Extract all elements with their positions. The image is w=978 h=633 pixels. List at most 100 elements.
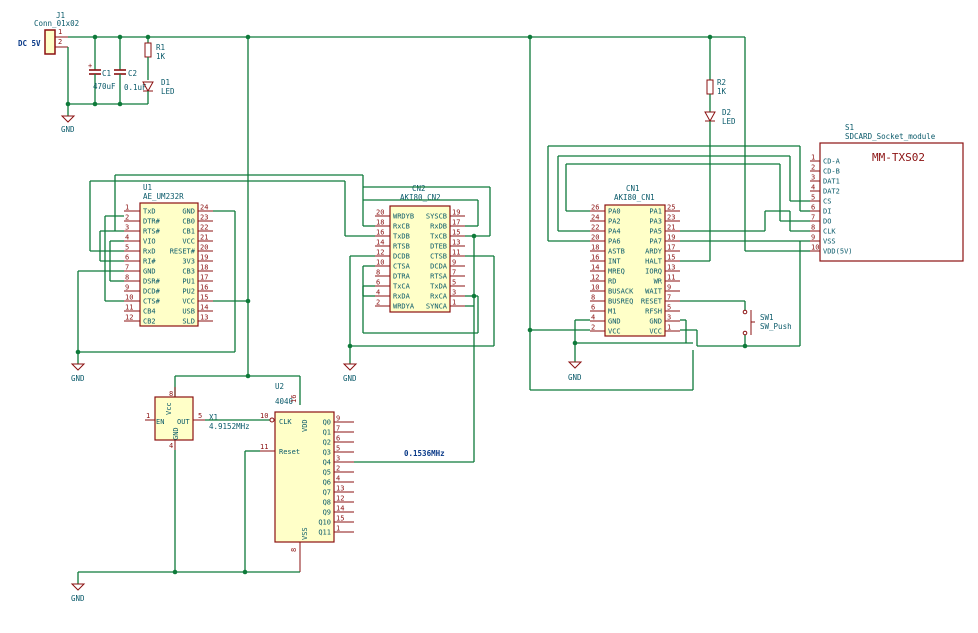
cn2-pin-number: 2 — [376, 299, 380, 307]
cn2-pin-number: 19 — [452, 209, 460, 217]
r2-ref: R2 — [717, 78, 726, 87]
cn1-pin-name: ARDY — [645, 248, 663, 256]
s1-pin-number: 1 — [811, 154, 815, 162]
u2-value: 4040 — [275, 397, 294, 406]
s1-pin-number: 2 — [811, 164, 815, 172]
cn2-value: AKI80_CN2 — [400, 193, 441, 202]
u2-pin-number: 13 — [336, 485, 344, 493]
u2-pin-name: Q5 — [323, 469, 331, 477]
cn1-pin-name: RESET — [641, 298, 663, 306]
s1-pin-name: DAT2 — [823, 188, 840, 196]
u1-pin-name: RxD — [143, 248, 156, 256]
cn2-pin-number: 7 — [452, 269, 456, 277]
gnd-label-5: GND — [568, 373, 582, 382]
cn2-pin-number: 15 — [452, 229, 460, 237]
cn1-pin-number: 10 — [591, 284, 599, 292]
x1-vcc: Vcc — [165, 402, 173, 415]
u2-pin-name: Q10 — [318, 519, 331, 527]
cn1-pin-number: 25 — [667, 204, 675, 212]
s1-pin-name: DAT1 — [823, 178, 840, 186]
u1-pin-name: 3V3 — [182, 258, 195, 266]
cn1-pin-name: WAIT — [645, 288, 663, 296]
u2-pin-name: Q9 — [323, 509, 331, 517]
cn2-pin-name: DCDB — [393, 253, 410, 261]
x1-value: 4.9152MHz — [209, 422, 250, 431]
clock-net-label: 0.1536MHz — [404, 449, 445, 458]
cn1-pin-name: RFSH — [645, 308, 662, 316]
cn2-pin-name: RTSB — [393, 243, 410, 251]
u1-pin-name: PU1 — [182, 278, 195, 286]
cn2-pin-number: 6 — [376, 279, 380, 287]
clock-net: 0.1536MHz — [354, 449, 474, 463]
u2-pin-reset: 11 — [260, 443, 268, 451]
s1-pin-name: CD-B — [823, 168, 840, 176]
u1-pin-number: 13 — [200, 314, 208, 322]
j1-net-label: DC 5V — [18, 39, 41, 48]
ic-u2: U2 4040 CLK Reset VDD VSS 10 11 16 8 9Q0… — [260, 382, 354, 572]
u1-pin-number: 12 — [125, 314, 133, 322]
x1-ref: X1 — [209, 413, 218, 422]
cn1-pin-number: 17 — [667, 244, 675, 252]
cn1-pin-number: 21 — [667, 224, 675, 232]
gnd-bus-j1: GND — [60, 47, 148, 134]
cn2-pin-name: TxCB — [430, 233, 447, 241]
u2-pin-name: Q8 — [323, 499, 331, 507]
u2-pin-name: Q1 — [323, 429, 331, 437]
s1-pin-number: 9 — [811, 234, 815, 242]
u1-pin-number: 20 — [200, 244, 208, 252]
cn1-pin-number: 18 — [591, 244, 599, 252]
u1-pin-name: PU2 — [182, 288, 195, 296]
u2-pin-name: Q11 — [318, 529, 331, 537]
j1-pin2: 2 — [58, 38, 62, 46]
s1-pin-number: 4 — [811, 184, 815, 192]
s1-pin-number: 10 — [811, 244, 819, 252]
cn2-pin-name: DTRA — [393, 273, 411, 281]
u2-pin-number: 7 — [336, 425, 340, 433]
s1-pin-name: CLK — [823, 228, 836, 236]
u1-pin-number: 24 — [200, 204, 208, 212]
cn2-pin-name: TxDA — [430, 283, 448, 291]
u1-pin-name: VCC — [182, 298, 195, 306]
cn1-pin-number: 19 — [667, 234, 675, 242]
u2-pin-number: 6 — [336, 435, 340, 443]
cn2-pin-number: 11 — [452, 249, 460, 257]
cn2-pin-number: 18 — [376, 219, 384, 227]
u1-ref: U1 — [143, 183, 152, 192]
cn2-pin-number: 17 — [452, 219, 460, 227]
connector-j1: J1 Conn_01x02 DC 5V 1 2 — [18, 11, 79, 55]
cn1-pin-name: VCC — [649, 328, 662, 336]
u2-pin-number: 12 — [336, 495, 344, 503]
cn1-pin-name: GND — [649, 318, 662, 326]
u1-pin-name: CB3 — [182, 268, 195, 276]
u2-pin-name: Q0 — [323, 419, 331, 427]
cn2-pin-name: RTSA — [430, 273, 448, 281]
cn2-pin-name: CTSB — [430, 253, 447, 261]
cn1-pin-name: BUSREQ — [608, 298, 633, 306]
u2-pin-number: 5 — [336, 445, 340, 453]
u2-reset: Reset — [279, 448, 300, 456]
u1-pin-name: CB1 — [182, 228, 195, 236]
r2-value: 1K — [717, 87, 727, 96]
cn2-pin-number: 9 — [452, 259, 456, 267]
cn2-pin-number: 1 — [452, 299, 456, 307]
u2-clk: CLK — [279, 418, 292, 426]
cn1-pin-number: 11 — [667, 274, 675, 282]
cn1-pin-name: ASTB — [608, 248, 625, 256]
u2-vss: VSS — [301, 527, 309, 540]
gnd-label-3: GND — [343, 374, 357, 383]
u1-pin-name: CB0 — [182, 218, 195, 226]
cn2-pin-name: SYSCB — [426, 213, 447, 221]
s1-pin-name: DO — [823, 218, 831, 226]
u1-pin-name: DCD# — [143, 288, 161, 296]
cn1-pin-number: 16 — [591, 254, 599, 262]
cn1-pin-name: PA0 — [608, 208, 621, 216]
cn2-wiring: GND — [342, 175, 495, 462]
u1-pin-name: TxD — [143, 208, 156, 216]
u1-pin-name: USB — [182, 308, 195, 316]
cn1-pin-number: 8 — [591, 294, 595, 302]
cn1-ref: CN1 — [626, 184, 640, 193]
u1-pin-number: 19 — [200, 254, 208, 262]
cn1-pin-number: 12 — [591, 274, 599, 282]
